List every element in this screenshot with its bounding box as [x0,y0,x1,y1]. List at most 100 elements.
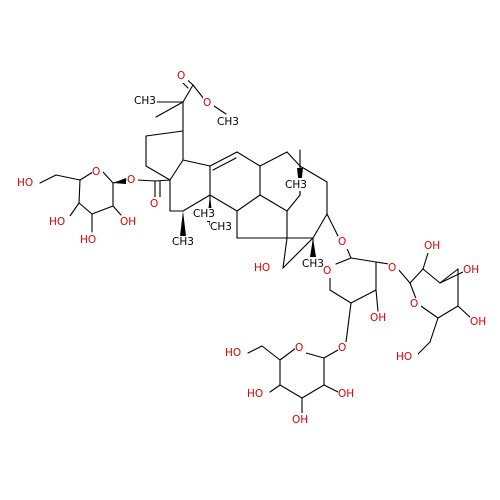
bond [236,194,261,212]
atom-label: CH3 [172,236,194,248]
atom-o: O [410,298,421,311]
bond [79,171,94,181]
bond [301,384,325,399]
bond [422,268,441,284]
bond [155,101,184,118]
bond [279,347,297,361]
bond [154,179,171,182]
atom-o: O [92,166,103,179]
bond [350,257,377,263]
bond [192,84,205,100]
bond [213,105,227,115]
bond [182,84,194,103]
wedge-bond [310,238,316,257]
bond [286,194,301,212]
bond [247,345,263,354]
bond [39,174,57,184]
atom-label-layer: O O CH3 CH3 O O O HO HO HO OH CH3 CH3 CH… [17,70,492,426]
atom-oh: HO [247,388,269,401]
wedge-bond [113,178,126,184]
bond [78,202,93,215]
atom-oh: OH [463,264,485,277]
atom-label: HO [80,234,96,246]
atom-oh: OH [370,312,392,325]
atom-label: CH3 [285,179,307,191]
bond [69,202,80,217]
atom-label: OH [424,240,440,252]
bond [259,194,288,212]
atom-o: O [203,96,214,109]
atom-ch3: CH3 [172,236,195,249]
bond [305,352,325,359]
atom-label: OH [292,414,308,426]
atom-label: HO [254,262,270,274]
atom-label: O [295,342,303,354]
bond [416,341,431,356]
bond [209,194,238,212]
atom-label: HO [17,177,33,189]
atom-label: CH3 [302,258,324,270]
atom-ch3: CH3 [217,116,240,129]
atom-ch3: CH3 [134,95,157,108]
atom-label: HO [396,351,412,363]
bond [323,349,339,359]
atom-ch3: CH3 [210,220,233,233]
atom-label: O [150,198,158,210]
bond [55,174,81,181]
atom-label: HO [225,347,241,359]
bond [145,165,171,181]
atom-ch3: CH3 [193,208,216,221]
wedge-bond [180,211,186,236]
atom-label: HO [49,216,65,228]
atom-o: O [295,342,306,355]
bond [409,268,424,284]
bond [335,257,352,265]
bond [282,237,314,269]
atom-label: O [203,97,211,109]
bond [261,345,281,361]
atom-label: O [388,262,396,274]
bond [375,289,379,312]
atom-oh: HO [80,233,102,246]
atom-oh: HO [396,351,418,364]
atom-label: OH [120,216,136,228]
bond [417,303,439,319]
bond [329,289,352,304]
atom-label: CH3 [193,208,215,220]
bond [145,130,184,137]
atom-oh: OH [424,240,446,253]
atom-label: HO [247,388,263,400]
bond [375,261,390,265]
atom-ch3: CH3 [302,257,325,270]
atom-o: O [150,197,161,210]
bond [169,159,184,181]
atom-label: OH [470,316,486,328]
atom-label: OH [370,312,386,324]
bond [286,151,301,167]
atom-label: O [323,265,331,277]
atom-o: O [338,342,349,355]
bond [299,165,328,183]
bond [422,252,429,270]
bond [182,194,211,212]
atom-label: CH3 [217,116,239,128]
atom-oh: OH [338,388,360,401]
bond [326,213,339,237]
bond [397,268,411,284]
bond [259,151,288,167]
atom-label: O [127,174,135,186]
atom-oh: OH [120,216,142,229]
atom-o: O [338,236,349,249]
bond [136,179,156,182]
bond [209,151,238,167]
atom-o: O [127,174,138,187]
bond [236,151,261,167]
atom-oh: HO [254,262,276,275]
bond [212,157,237,171]
bond [350,289,377,304]
atom-label: CH3 [134,95,156,107]
atom-oh: OH [292,413,314,426]
bond [102,171,114,184]
atom-oh: HO [225,347,247,360]
